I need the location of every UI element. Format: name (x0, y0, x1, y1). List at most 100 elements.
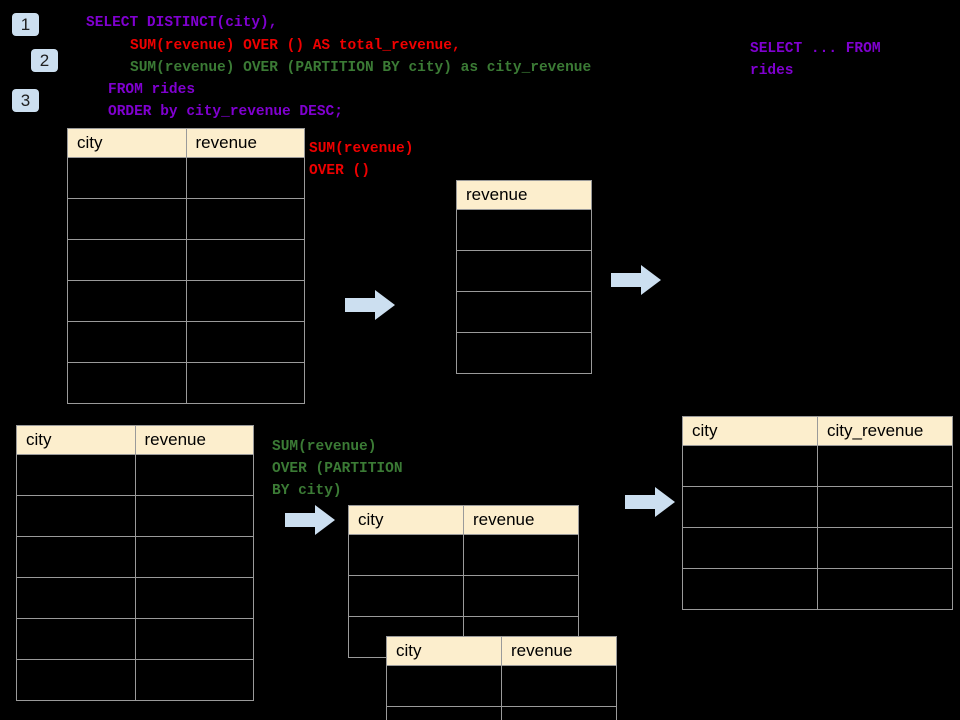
cell-revenue (185, 280, 305, 322)
table-header-row: city revenue (67, 128, 305, 158)
cell-revenue (456, 250, 592, 292)
cell-revenue (185, 198, 305, 240)
cell-revenue (134, 536, 254, 578)
table-row (16, 495, 254, 537)
table-row (456, 332, 592, 374)
cell-revenue (134, 577, 254, 619)
column-header-revenue: revenue (463, 505, 579, 535)
column-header-revenue: revenue (185, 128, 305, 158)
cell-revenue (134, 618, 254, 660)
table-row (67, 280, 305, 322)
cell-city (16, 659, 136, 701)
table-row (682, 445, 953, 487)
cell-city (386, 665, 502, 707)
cell-city (682, 568, 818, 610)
column-header-city: city (386, 636, 502, 666)
table-row (682, 568, 953, 610)
cell-revenue (463, 534, 579, 576)
arrow-total-to-result (611, 265, 661, 295)
column-header-city: city (682, 416, 818, 446)
table-row (682, 486, 953, 528)
table-header-row: city revenue (16, 425, 254, 455)
cell-city (67, 362, 187, 404)
cell-city-revenue (817, 445, 953, 487)
cell-revenue (501, 665, 617, 707)
table-row (16, 454, 254, 496)
cell-city (348, 534, 464, 576)
table-row (16, 536, 254, 578)
cell-revenue (456, 332, 592, 374)
cell-revenue (463, 575, 579, 617)
cell-revenue (134, 495, 254, 537)
sql-line-sum-over-empty: SUM(revenue) OVER () AS total_revenue, (130, 38, 461, 54)
table-row (67, 362, 305, 404)
cell-city (348, 575, 464, 617)
column-header-city-revenue: city_revenue (817, 416, 953, 446)
table-row (348, 534, 579, 576)
table-total-revenue: revenue (456, 180, 592, 374)
cell-revenue (456, 209, 592, 251)
cell-city (386, 706, 502, 720)
cell-city (67, 198, 187, 240)
cell-revenue (185, 321, 305, 363)
table-row (348, 575, 579, 617)
sql-line-order-by: ORDER by city_revenue DESC; (108, 104, 343, 120)
table-header-row: city revenue (386, 636, 617, 666)
cell-city (682, 486, 818, 528)
table-row (16, 618, 254, 660)
table-city-revenue-result: city city_revenue (682, 416, 953, 610)
cell-city-revenue (817, 486, 953, 528)
sql-line-select-distinct: SELECT DISTINCT(city), (86, 15, 278, 31)
cell-city (16, 536, 136, 578)
cell-city (682, 445, 818, 487)
cell-city (67, 239, 187, 281)
column-header-city: city (348, 505, 464, 535)
cell-revenue (456, 291, 592, 333)
table-row (456, 250, 592, 292)
table-row (682, 527, 953, 569)
cell-revenue (185, 239, 305, 281)
column-header-city: city (67, 128, 187, 158)
table-header-row: city revenue (348, 505, 579, 535)
step-badge-3[interactable]: 3 (12, 89, 39, 112)
table-rides-source-bottom: city revenue (16, 425, 254, 701)
table-row (67, 239, 305, 281)
cell-city (16, 495, 136, 537)
table-row (16, 659, 254, 701)
cell-revenue (185, 362, 305, 404)
step-badge-2[interactable]: 2 (31, 49, 58, 72)
sql-line-sum-over-partition: SUM(revenue) OVER (PARTITION BY city) as… (130, 60, 592, 76)
table-partition-group-b: city revenue (386, 636, 617, 720)
table-header-row: city city_revenue (682, 416, 953, 446)
cell-city-revenue (817, 568, 953, 610)
sql-line-from-rides: FROM rides (108, 82, 196, 98)
cell-revenue (134, 454, 254, 496)
column-header-revenue: revenue (134, 425, 254, 455)
table-row (67, 198, 305, 240)
annotation-sum-over-partition: SUM(revenue) OVER (PARTITION BY city) (272, 439, 403, 499)
arrow-partition-to-result (625, 487, 675, 517)
step-badge-1[interactable]: 1 (12, 13, 39, 36)
cell-city (67, 280, 187, 322)
column-header-revenue: revenue (501, 636, 617, 666)
table-header-row: revenue (456, 180, 592, 210)
table-row (456, 209, 592, 251)
arrow-source-to-total (345, 290, 395, 320)
cell-revenue (501, 706, 617, 720)
annotation-select-from-rides: SELECT ... FROM rides (750, 41, 881, 79)
table-rides-source-top: city revenue (67, 128, 305, 404)
cell-revenue (185, 157, 305, 199)
cell-city-revenue (817, 527, 953, 569)
cell-revenue (134, 659, 254, 701)
cell-city (67, 157, 187, 199)
cell-city (682, 527, 818, 569)
column-header-revenue: revenue (456, 180, 592, 210)
cell-city (16, 618, 136, 660)
table-row (386, 706, 617, 720)
table-row (67, 321, 305, 363)
arrow-source-to-partition (285, 505, 335, 535)
table-row (67, 157, 305, 199)
cell-city (67, 321, 187, 363)
table-row (386, 665, 617, 707)
